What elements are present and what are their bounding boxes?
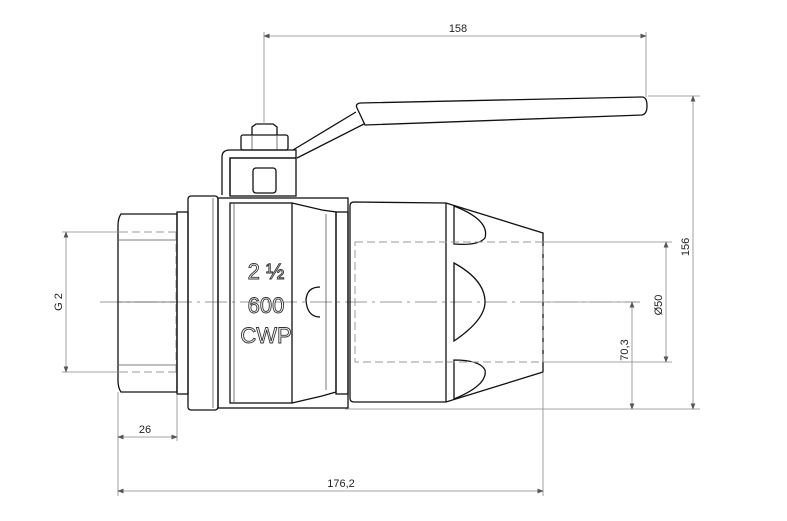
pressure-marking: 600 bbox=[248, 293, 285, 318]
svg-text:156: 156 bbox=[680, 238, 692, 256]
lever-handle bbox=[292, 96, 648, 159]
dimension-g2: G 2 bbox=[53, 231, 120, 373]
svg-text:26: 26 bbox=[139, 424, 151, 436]
dimension-70-3: 70,3 bbox=[543, 301, 636, 410]
stem-housing bbox=[221, 149, 297, 197]
svg-text:Ø50: Ø50 bbox=[653, 295, 665, 316]
size-marking: 2 ½ bbox=[248, 259, 285, 284]
dimension-176-2: 176,2 bbox=[117, 372, 544, 496]
dimension-diameter-50: Ø50 bbox=[543, 241, 672, 363]
dimension-26: 26 bbox=[117, 392, 178, 496]
svg-text:70,3: 70,3 bbox=[619, 339, 631, 360]
stem-nut bbox=[240, 123, 289, 151]
svg-text:176,2: 176,2 bbox=[327, 478, 355, 490]
rating-marking: CWP bbox=[240, 323, 291, 348]
dimension-158: 158 bbox=[263, 23, 647, 125]
dimension-156: 156 bbox=[345, 95, 700, 410]
svg-text:158: 158 bbox=[449, 23, 467, 35]
svg-text:G 2: G 2 bbox=[53, 293, 65, 311]
valve-body: 2 ½ 600 CWP bbox=[187, 195, 349, 411]
threaded-end-hex bbox=[117, 211, 189, 395]
